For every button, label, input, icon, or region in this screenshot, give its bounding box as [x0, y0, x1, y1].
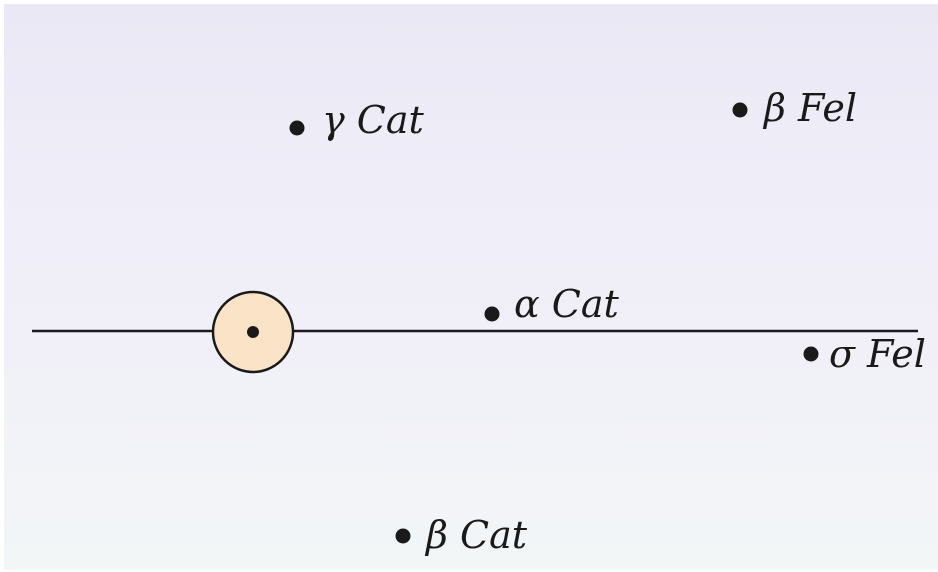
star-label-beta-cat: β Cat [424, 513, 528, 557]
sun-center-dot [247, 326, 259, 338]
star-label-sigma-fel: σ Fel [829, 332, 926, 376]
star-dot [803, 346, 819, 362]
sun-icon [211, 290, 295, 374]
star-sigma-fel: σ Fel [803, 332, 926, 376]
star-alpha-cat: α Cat [484, 282, 619, 326]
star-label-beta-fel: β Fel [762, 86, 857, 130]
star-beta-fel: β Fel [732, 86, 857, 130]
star-label-gamma-cat: γ Cat [322, 98, 425, 142]
star-dot [732, 102, 748, 118]
star-dot [484, 306, 500, 322]
diagram-background [4, 4, 938, 570]
star-label-alpha-cat: α Cat [514, 282, 619, 326]
star-dot [289, 120, 305, 136]
star-dot [395, 528, 411, 544]
star-beta-cat: β Cat [395, 513, 528, 557]
star-gamma-cat: γ Cat [289, 98, 425, 142]
